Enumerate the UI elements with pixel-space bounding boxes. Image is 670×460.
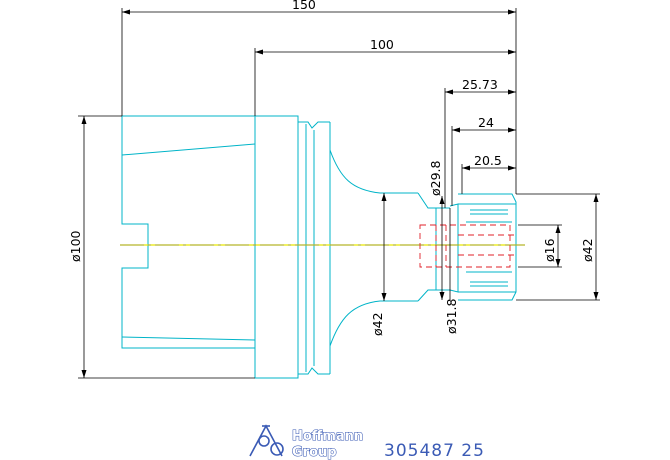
- dim-dia-31-8: ø31.8: [444, 298, 459, 334]
- dim-dia-16: ø16: [542, 238, 557, 262]
- dim-dia-42-left: ø42: [370, 312, 385, 336]
- hidden-bore: [419, 224, 518, 268]
- dim-24: 24: [478, 115, 494, 130]
- logo-text-hoffmann: Hoffmann: [292, 429, 363, 444]
- logo-text-group: Group: [292, 445, 337, 460]
- arrowheads: [81, 9, 599, 378]
- dim-25-73: 25.73: [462, 77, 498, 92]
- dim-dia-42-right: ø42: [580, 238, 595, 262]
- part-number: 305487 25: [384, 441, 485, 460]
- dimension-lines: [78, 8, 600, 379]
- dim-150: 150: [292, 0, 316, 12]
- dim-dia-29-8: ø29.8: [428, 160, 443, 196]
- dim-dia-100: ø100: [68, 230, 83, 262]
- logo-symbol-icon: [249, 424, 284, 457]
- part-outline: [121, 115, 517, 379]
- hoffmann-logo: Hoffmann Group: [249, 424, 364, 460]
- dim-100: 100: [370, 37, 394, 52]
- dim-20-5: 20.5: [474, 153, 502, 168]
